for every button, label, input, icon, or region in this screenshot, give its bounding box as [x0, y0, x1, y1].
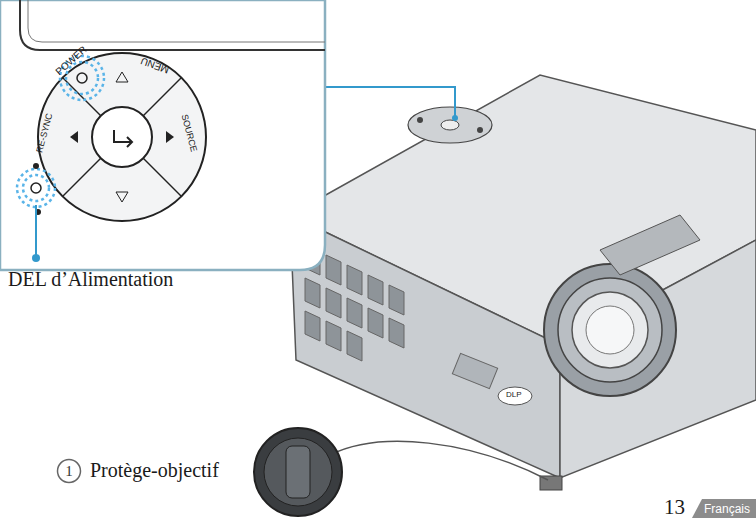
lens-cap [254, 428, 342, 516]
logo-plate [498, 387, 532, 405]
callout-number-text: 1 [56, 458, 82, 484]
zoom-panel [0, 0, 325, 270]
led-icon [31, 183, 41, 193]
cap-string [330, 441, 548, 480]
logo-text: DLP [506, 390, 522, 399]
keypad-center [441, 120, 459, 130]
part-name: Protège-objectif [90, 459, 219, 482]
button-ring [38, 53, 206, 221]
keypad [408, 107, 492, 143]
led-leader-dot [32, 254, 40, 262]
lens [544, 264, 676, 396]
lamp-led [33, 163, 39, 169]
page-number: 13 [664, 495, 685, 518]
key [417, 117, 423, 123]
language-tab: Français [692, 499, 756, 518]
led-glow [17, 169, 55, 207]
tab-shape [692, 499, 756, 518]
panel-edge [28, 0, 325, 42]
key [477, 127, 483, 133]
leader-dot [452, 115, 458, 121]
language-tab-text: Français [692, 499, 756, 518]
zoom-ring [600, 215, 700, 275]
power-icon [77, 73, 87, 83]
callout-number: 1 [56, 458, 82, 484]
led-leader [35, 205, 37, 258]
ir-window [452, 353, 497, 388]
projector-side [290, 215, 560, 478]
part-name: DEL d’Alimentation [8, 268, 173, 291]
panel-edge [20, 0, 325, 50]
